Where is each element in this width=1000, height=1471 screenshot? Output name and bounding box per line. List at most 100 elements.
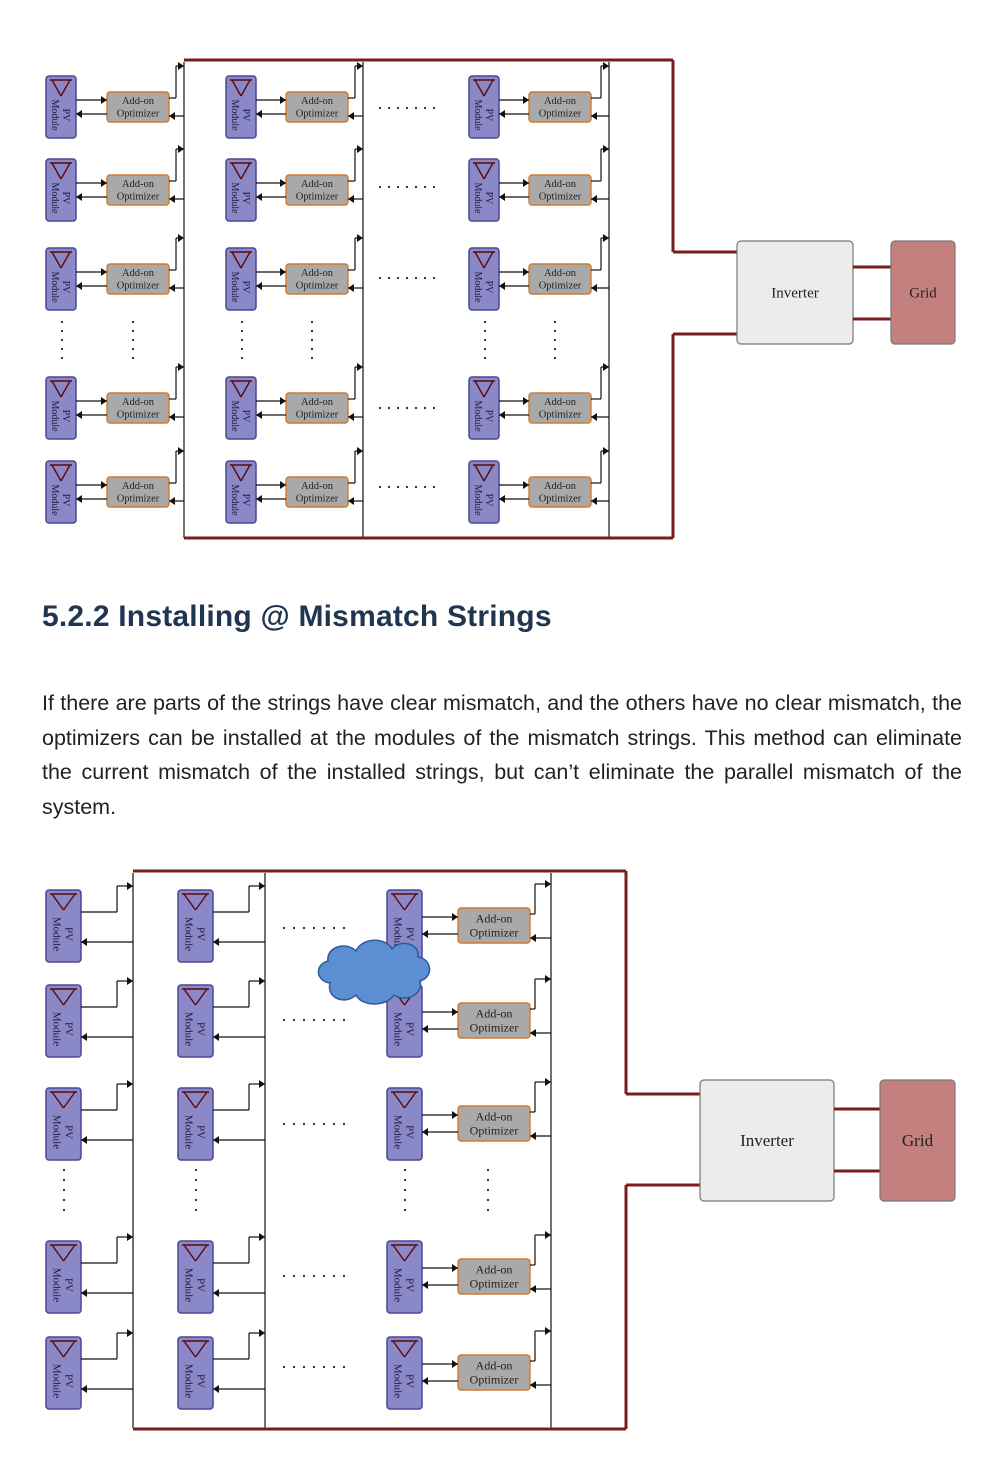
pv-module: PVModule — [468, 75, 500, 139]
optimizer-label-line-2: Optimizer — [296, 109, 339, 120]
pv-diode-icon — [391, 1244, 418, 1262]
arrow-head-icon — [603, 447, 609, 455]
pv-diode-icon — [182, 893, 209, 911]
arrow-head-icon — [76, 282, 82, 290]
arrow-head-icon — [591, 497, 597, 505]
ellipsis-dot — [414, 106, 418, 110]
ellipsis-dot — [405, 485, 409, 489]
ellipsis-dot — [302, 926, 306, 930]
pv-module-body — [177, 1087, 214, 1161]
optimizer-label-line-2: Optimizer — [470, 926, 519, 940]
optimizer-body — [285, 91, 349, 123]
pv-module-body — [45, 1240, 82, 1314]
optimizer-body — [106, 91, 170, 123]
ellipsis-dot — [240, 356, 244, 360]
arrow-head-icon — [81, 1385, 87, 1393]
optimizer-body — [457, 1258, 531, 1295]
pv-label-line-2: Module — [49, 182, 60, 214]
pv-label-line-2: Module — [472, 271, 483, 303]
ellipsis-dot — [312, 1018, 316, 1022]
pv-module-label: PVModule — [49, 484, 71, 516]
arrow-head-icon — [213, 1385, 219, 1393]
optimizer-label-line-1: Add-on — [122, 481, 155, 492]
pv-module: PVModule — [177, 1240, 214, 1314]
arrow-head-icon — [348, 112, 354, 120]
pv-diode-icon — [50, 79, 72, 97]
ellipsis-dot — [553, 320, 557, 324]
arrow-head-icon — [213, 1136, 219, 1144]
pv-label-line-2: Module — [49, 271, 60, 303]
section-heading: 5.2.2 Installing @ Mismatch Strings — [42, 600, 552, 633]
pv-module: PVModule — [225, 75, 257, 139]
arrow-head-icon — [499, 282, 505, 290]
pv-diode-icon — [182, 1244, 209, 1262]
pv-diode-icon — [182, 988, 209, 1006]
ellipsis-dot — [194, 1178, 198, 1182]
pv-module: PVModule — [45, 158, 77, 222]
pv-diode-icon — [473, 79, 495, 97]
optimizer-label-line-2: Optimizer — [470, 1124, 519, 1138]
pv-label-line-1: PV — [404, 1374, 416, 1388]
optimizer-label-line-1: Add-on — [122, 179, 155, 190]
arrow-head-icon — [357, 145, 363, 153]
ellipsis-dot — [292, 1365, 296, 1369]
pv-diode-stroke-b — [483, 162, 494, 180]
ellipsis-dot — [405, 276, 409, 280]
ellipsis-dot — [292, 1274, 296, 1278]
optimizer-label-line-1: Add-on — [301, 481, 334, 492]
pv-diode-icon — [473, 162, 495, 180]
arrow-head-icon — [280, 96, 286, 104]
pv-diode-stroke-b — [240, 162, 251, 180]
pv-diode-icon — [50, 464, 72, 482]
pv-label-line-2: Module — [183, 1364, 195, 1398]
ellipsis-dot — [332, 1122, 336, 1126]
pv-diode-stroke-b — [62, 1091, 76, 1109]
ellipsis-dot — [131, 329, 135, 333]
ellipsis-dot — [396, 485, 400, 489]
pv-diode-stroke-a — [183, 893, 197, 911]
arrow-head-icon — [256, 495, 262, 503]
pv-module-body — [45, 247, 77, 311]
pv-label-line-1: PV — [63, 1278, 75, 1292]
ellipsis-dot — [378, 276, 382, 280]
ellipsis-dot — [486, 1198, 490, 1202]
ellipsis-dot — [342, 1365, 346, 1369]
pv-label-line-1: PV — [404, 1125, 416, 1139]
pv-label-line-1: PV — [404, 1278, 416, 1292]
pv-label-line-2: Module — [392, 1268, 404, 1302]
arrow-head-icon — [348, 284, 354, 292]
arrow-head-icon — [523, 96, 529, 104]
arrow-head-icon — [169, 284, 175, 292]
ellipsis-dot — [486, 1168, 490, 1172]
arrow-head-icon — [127, 1080, 133, 1088]
pv-label-line-2: Module — [183, 1115, 195, 1149]
arrow-head-icon — [280, 397, 286, 405]
pv-module-label: PVModule — [49, 400, 71, 432]
inverter-body — [699, 1079, 835, 1202]
pv-diode-stroke-a — [51, 988, 65, 1006]
ellipsis-dot — [378, 106, 382, 110]
pv-module-body — [386, 1087, 423, 1161]
ellipsis-dot — [432, 106, 436, 110]
optimizer-label-line-1: Add-on — [301, 397, 334, 408]
inverter-body — [736, 240, 854, 345]
ellipsis-dot — [240, 347, 244, 351]
ellipsis-dot — [312, 1122, 316, 1126]
arrow-head-icon — [256, 411, 262, 419]
arrow-head-icon — [357, 234, 363, 242]
pv-label-line-2: Module — [229, 182, 240, 214]
arrow-head-icon — [545, 1078, 551, 1086]
optimizer-label-line-2: Optimizer — [539, 494, 582, 505]
pv-module-body — [468, 376, 500, 440]
pv-diode-stroke-a — [231, 162, 242, 180]
pv-diode-stroke-b — [483, 251, 494, 269]
arrow-head-icon — [357, 62, 363, 70]
ellipsis-dot — [310, 329, 314, 333]
pv-module-label: PVModule — [49, 271, 71, 303]
